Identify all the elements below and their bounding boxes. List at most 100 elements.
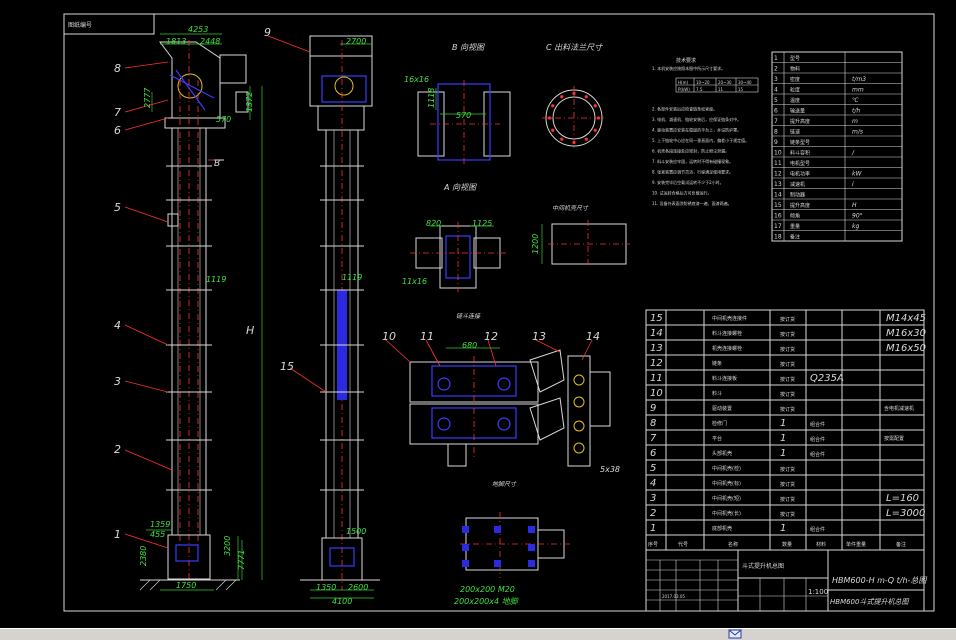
dim-mid-1350: 1350 bbox=[316, 583, 336, 592]
param-row-unit: m bbox=[852, 118, 858, 125]
param-row-unit: mm bbox=[852, 87, 864, 94]
part-qty: 按订货 bbox=[780, 481, 795, 488]
param-row-unit: / bbox=[851, 150, 855, 157]
param-row-unit: 90° bbox=[852, 213, 863, 220]
notes-title: 技术要求 bbox=[676, 57, 696, 64]
param-row-unit: t/m3 bbox=[852, 76, 866, 83]
param-row-no: 6 bbox=[774, 108, 778, 115]
notes-table-r1c4: 30~40 bbox=[738, 80, 752, 85]
corner-label: 图纸编号 bbox=[68, 21, 92, 29]
sheet-border bbox=[63, 13, 935, 612]
notes-table-r2c2: 7.5 bbox=[696, 87, 703, 92]
param-row-unit: i bbox=[852, 181, 854, 188]
note-line: 11. 设备外表面涂防锈底漆一遍、面漆两遍。 bbox=[652, 200, 732, 206]
part-material: 组合件 bbox=[810, 421, 825, 428]
part-name: 检修门 bbox=[712, 420, 727, 427]
dim-b-1: 16x16 bbox=[404, 75, 429, 84]
dim-1372: 1372 bbox=[245, 92, 254, 112]
callout-8: 8 bbox=[114, 62, 121, 75]
param-row-name: 备注 bbox=[790, 234, 800, 241]
dim-7771: 7771 bbox=[237, 550, 246, 570]
part-no: 12 bbox=[650, 358, 663, 369]
dim-3200: 3200 bbox=[223, 536, 232, 556]
param-row-name: 粒度 bbox=[790, 87, 800, 94]
dim-mid-h: 1200 bbox=[531, 234, 540, 254]
notes-table-r2c4: 15 bbox=[738, 87, 744, 92]
callout-14: 14 bbox=[586, 330, 600, 343]
part-name: 头部机壳 bbox=[712, 450, 732, 457]
callout-2: 2 bbox=[114, 443, 121, 456]
part-name: 机壳连接螺栓 bbox=[712, 345, 742, 352]
b-view-detail bbox=[417, 80, 511, 164]
param-row-name: 电机功率 bbox=[790, 171, 810, 178]
param-row-unit: m/s bbox=[852, 129, 863, 136]
part-qty: 按订货 bbox=[780, 406, 795, 413]
bolt-hole bbox=[596, 116, 601, 120]
callout-5: 5 bbox=[114, 201, 121, 214]
part-name: 平台 bbox=[712, 435, 722, 442]
param-row-name: 输送量 bbox=[790, 108, 805, 115]
dim-mid-1500: 1500 bbox=[346, 527, 366, 536]
param-row-unit: ℃ bbox=[852, 97, 859, 104]
part-qty: 1 bbox=[780, 433, 786, 444]
part-qty: 1 bbox=[780, 523, 786, 534]
dim-570: 570 bbox=[216, 115, 231, 124]
bolt-hole bbox=[593, 128, 597, 132]
part-remark: 含电机减速机 bbox=[884, 405, 914, 412]
bolt-hole bbox=[593, 104, 597, 108]
parts-header-mat: 材料 bbox=[816, 541, 826, 548]
dim-top-left: 1813 bbox=[166, 37, 186, 46]
part-no: 6 bbox=[650, 448, 656, 459]
dim-2777: 2777 bbox=[143, 87, 152, 108]
callout-12: 12 bbox=[484, 330, 498, 343]
part-material: 组合件 bbox=[810, 436, 825, 443]
dim-1359: 1359 bbox=[150, 520, 170, 529]
main-elevator-view bbox=[124, 33, 263, 591]
height-letter-h: H bbox=[246, 324, 254, 337]
param-row-no: 2 bbox=[774, 66, 778, 73]
param-row-no: 14 bbox=[774, 192, 782, 199]
param-row-no: 4 bbox=[774, 87, 778, 94]
part-name: 料斗连接板 bbox=[712, 375, 737, 382]
param-row-name: 制动器 bbox=[790, 192, 805, 199]
dim-chain-w: 680 bbox=[462, 341, 477, 350]
notes-table-r2c3: 11 bbox=[718, 87, 724, 92]
bolt-hole bbox=[584, 137, 588, 141]
part-name: 中间机壳连接件 bbox=[712, 315, 747, 322]
part-qty: 1 bbox=[780, 418, 786, 429]
callout-4: 4 bbox=[114, 319, 121, 332]
param-row-unit: t/h bbox=[852, 108, 860, 115]
param-row-unit: kW bbox=[852, 171, 862, 178]
part-qty: 按订货 bbox=[780, 316, 795, 323]
part-qty: 按订货 bbox=[780, 331, 795, 338]
part-no: 14 bbox=[650, 328, 663, 339]
notes-table bbox=[675, 77, 759, 93]
part-name: 料斗连接螺栓 bbox=[712, 330, 742, 337]
mail-tray-icon[interactable] bbox=[728, 629, 742, 639]
chain-view-title: 链斗连接 bbox=[456, 312, 481, 320]
part-no: 11 bbox=[650, 373, 663, 384]
param-row-no: 12 bbox=[774, 171, 782, 178]
part-material: 组合件 bbox=[810, 526, 825, 533]
c-flange-detail bbox=[542, 86, 606, 150]
callout-13: 13 bbox=[532, 330, 546, 343]
base-view-title: 地脚尺寸 bbox=[492, 480, 517, 488]
param-row-no: 18 bbox=[774, 234, 782, 241]
param-row-no: 10 bbox=[774, 150, 782, 157]
c-flange-bolt-holes bbox=[547, 91, 601, 145]
parts-header-name: 名称 bbox=[728, 541, 738, 548]
note-line: 9. 安装完毕后空载试运转不少于2小时。 bbox=[652, 179, 724, 185]
part-no: 2 bbox=[650, 508, 656, 519]
bolt-hole bbox=[572, 91, 576, 96]
title-block bbox=[645, 549, 925, 612]
param-row-name: 链条型号 bbox=[790, 139, 810, 146]
parts-header-qty: 数量 bbox=[782, 541, 792, 548]
part-spec: L=3000 bbox=[886, 508, 925, 519]
callout-15: 15 bbox=[280, 360, 294, 373]
parts-header-remark: 备注 bbox=[896, 541, 906, 548]
part-qty: 按订货 bbox=[780, 376, 795, 383]
part-no: 5 bbox=[650, 463, 656, 474]
notes-table-r1c1: H(m) bbox=[678, 80, 688, 85]
